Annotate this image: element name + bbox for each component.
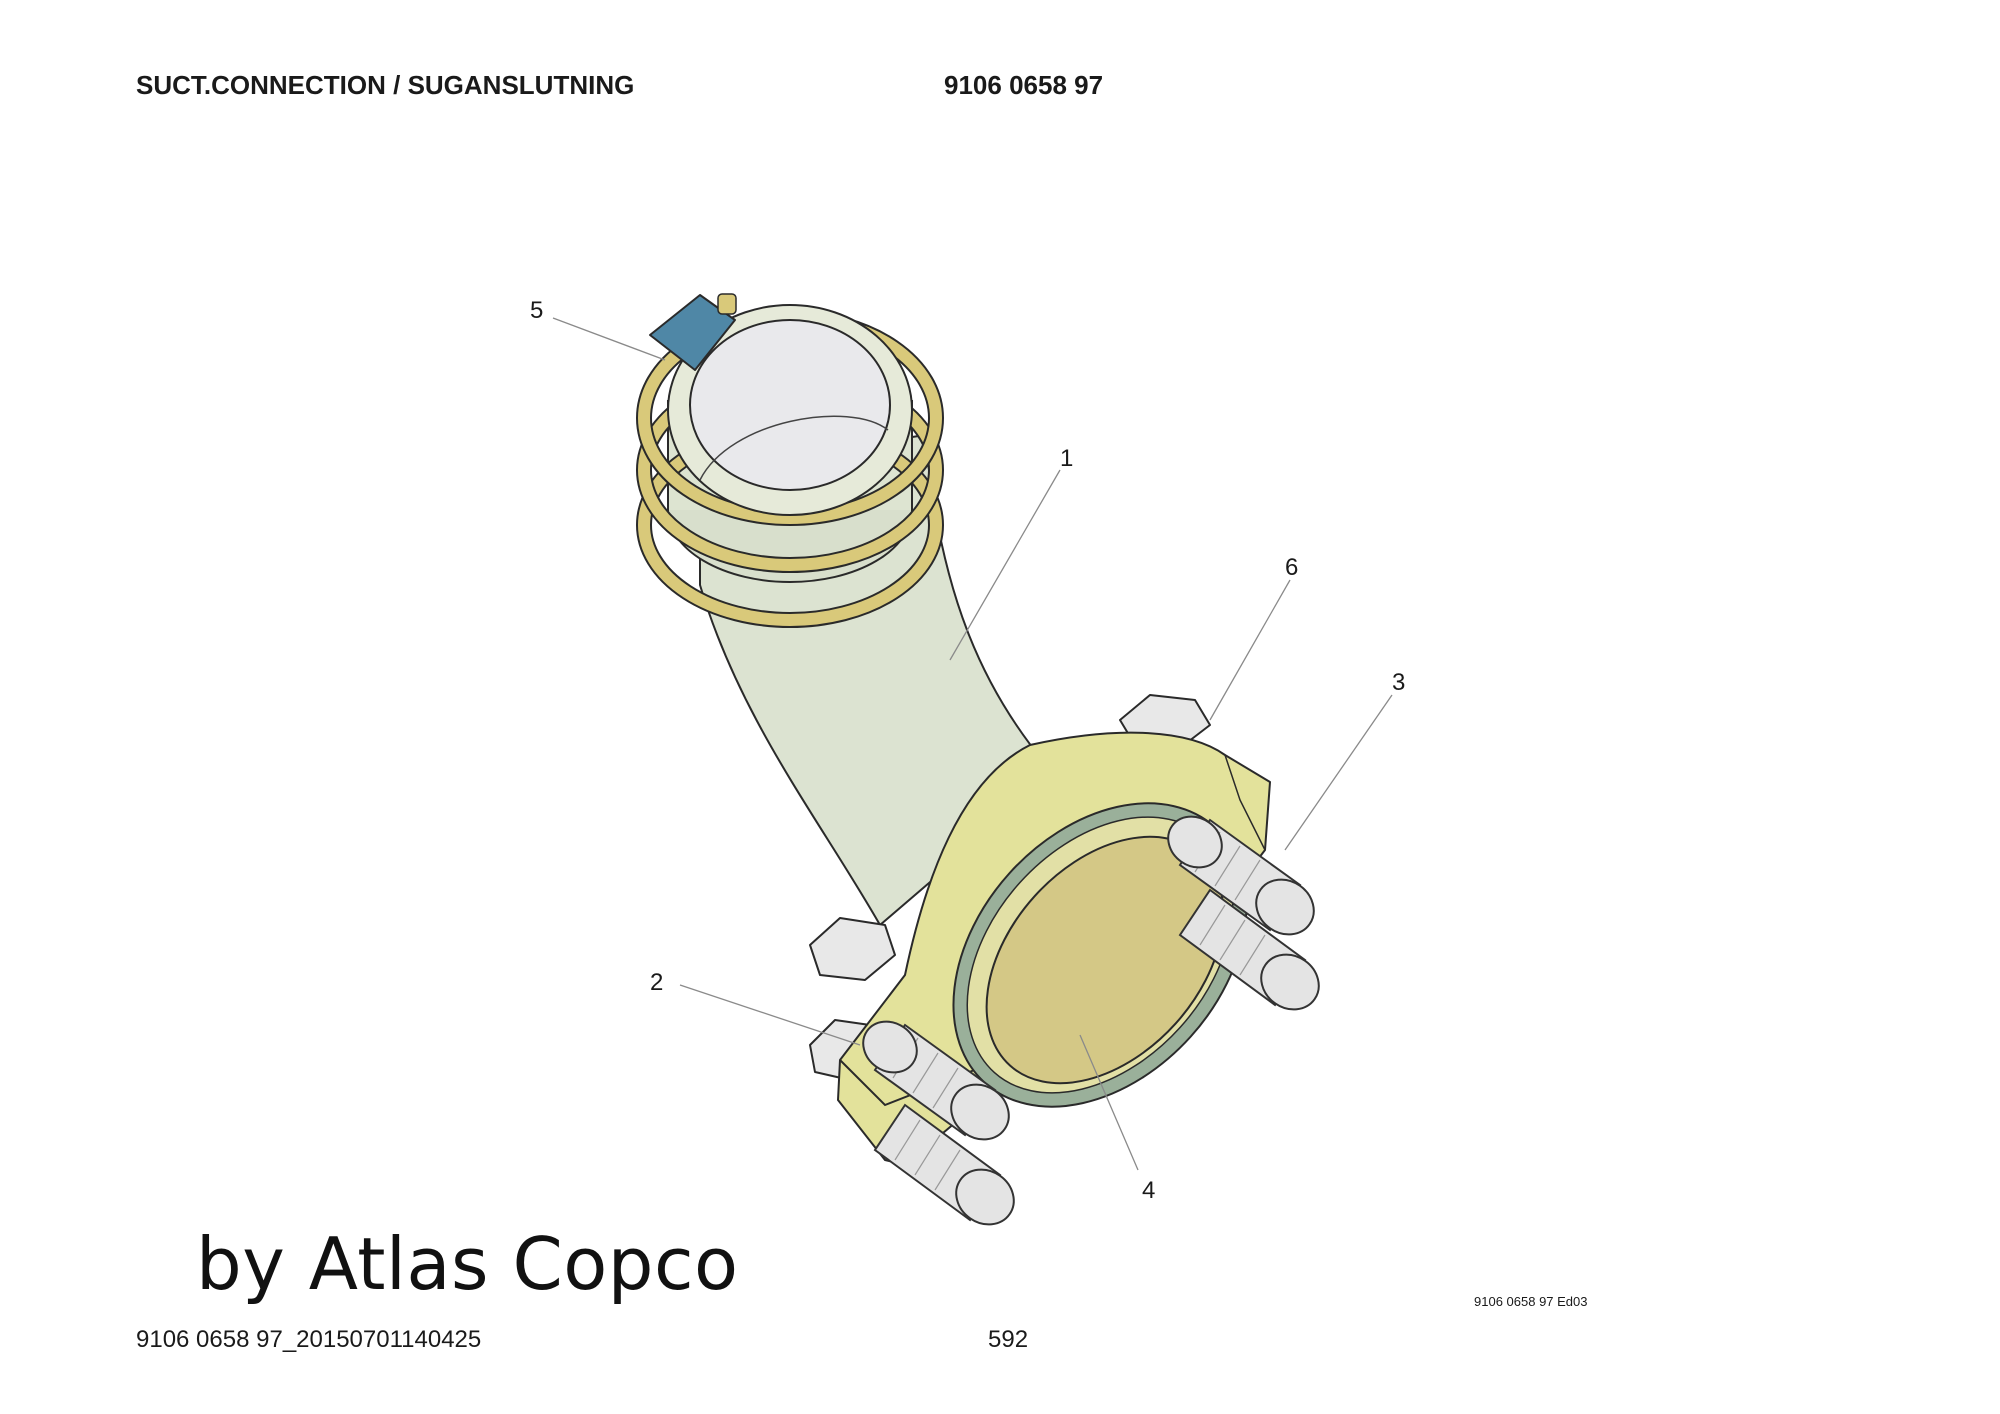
flange-block-edge bbox=[1224, 754, 1266, 851]
callout-6: 6 bbox=[1285, 554, 1298, 581]
bolt-lower-right bbox=[1178, 888, 1320, 1011]
hose-opening-inner bbox=[689, 319, 891, 491]
flange-nut-left bbox=[809, 917, 896, 981]
document-id: 9106 0658 97_20150701140425 bbox=[136, 1326, 482, 1353]
bolt-upper-right bbox=[1167, 815, 1315, 936]
part-number: 9106 0658 97 bbox=[944, 70, 1104, 100]
leader-6 bbox=[1209, 579, 1291, 721]
drawing-title: SUCT.CONNECTION / SUGANSLUTNING bbox=[136, 70, 635, 100]
bolt-lower-left bbox=[873, 1103, 1015, 1226]
publisher-watermark: by Atlas Copco bbox=[196, 1222, 739, 1306]
hose-inner-shadow bbox=[699, 415, 889, 481]
leader-5 bbox=[552, 317, 666, 361]
clamp-screw-tip bbox=[717, 293, 737, 315]
edition-label: 9106 0658 97 Ed03 bbox=[1474, 1294, 1588, 1309]
leader-4 bbox=[1079, 1034, 1139, 1171]
bolt-upper-left bbox=[862, 1020, 1010, 1141]
clamp-screw-housing bbox=[649, 294, 736, 371]
page-number: 592 bbox=[988, 1326, 1029, 1353]
callout-4: 4 bbox=[1142, 1177, 1155, 1204]
leader-3 bbox=[1284, 694, 1393, 851]
callout-3: 3 bbox=[1392, 669, 1405, 696]
callout-2: 2 bbox=[650, 969, 663, 996]
callout-5: 5 bbox=[530, 297, 543, 324]
leader-1 bbox=[949, 469, 1061, 661]
leader-2 bbox=[679, 984, 861, 1046]
callout-1: 1 bbox=[1060, 445, 1073, 472]
